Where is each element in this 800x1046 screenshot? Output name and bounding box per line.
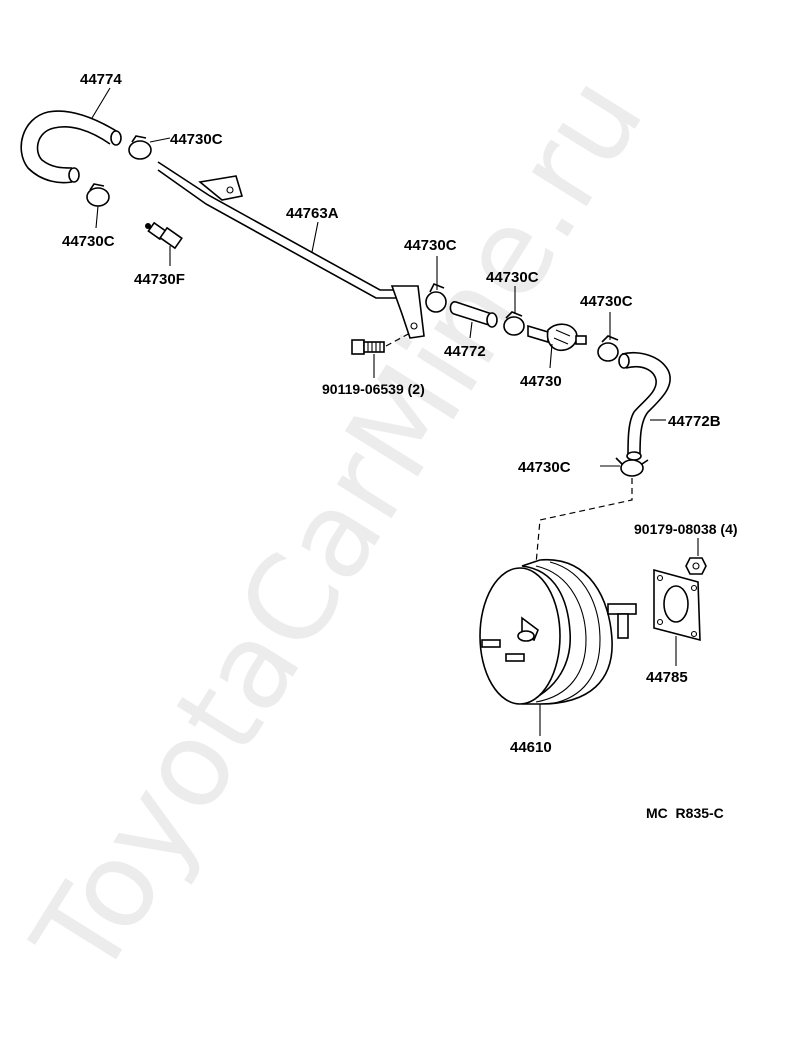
valve-44730f (145, 221, 183, 250)
reference-code: MC R835-C (646, 805, 724, 821)
label-44730c-a: 44730C (170, 131, 223, 148)
clamp-44730c-c (425, 282, 447, 313)
label-44730f: 44730F (134, 271, 185, 288)
brake-booster-44610 (479, 559, 637, 705)
leader-44763a (311, 221, 319, 253)
leader-44774 (91, 87, 111, 119)
leader-44730 (549, 343, 553, 369)
label-44730c-e: 44730C (580, 293, 633, 310)
hose-44774 (20, 110, 122, 184)
clamp-44730c-b (86, 183, 110, 207)
label-44772b: 44772B (668, 413, 721, 430)
clamp-44730c-e (597, 335, 619, 362)
leader-bolt-dash (385, 331, 413, 347)
clamp-44730c-f (615, 457, 649, 477)
label-44730c-c: 44730C (404, 237, 457, 254)
gasket-44785 (653, 568, 701, 642)
leader-44772 (469, 321, 473, 339)
label-44763a: 44763A (286, 205, 339, 222)
label-44772: 44772 (444, 343, 486, 360)
clamp-44730c-a (128, 135, 152, 160)
label-44730c-b: 44730C (62, 233, 115, 250)
label-90179-08038: 90179-08038 (4) (634, 521, 738, 537)
leader-44730c-b (95, 205, 99, 229)
leader-44730c-a (149, 137, 171, 143)
valve-44730 (527, 323, 587, 352)
label-44730c-d: 44730C (486, 269, 539, 286)
hose-44772 (449, 301, 498, 328)
clamp-44730c-d (503, 311, 525, 336)
label-44730: 44730 (520, 373, 562, 390)
hose-44772b (618, 352, 671, 461)
label-44610: 44610 (510, 739, 552, 756)
label-90119-06539: 90119-06539 (2) (322, 381, 425, 397)
label-44730c-f: 44730C (518, 459, 571, 476)
pipe-44763a (157, 161, 425, 339)
label-44785: 44785 (646, 669, 688, 686)
label-44774: 44774 (80, 71, 122, 88)
nut-90179-08038 (685, 557, 707, 575)
bolt-90119-06539 (351, 339, 385, 355)
